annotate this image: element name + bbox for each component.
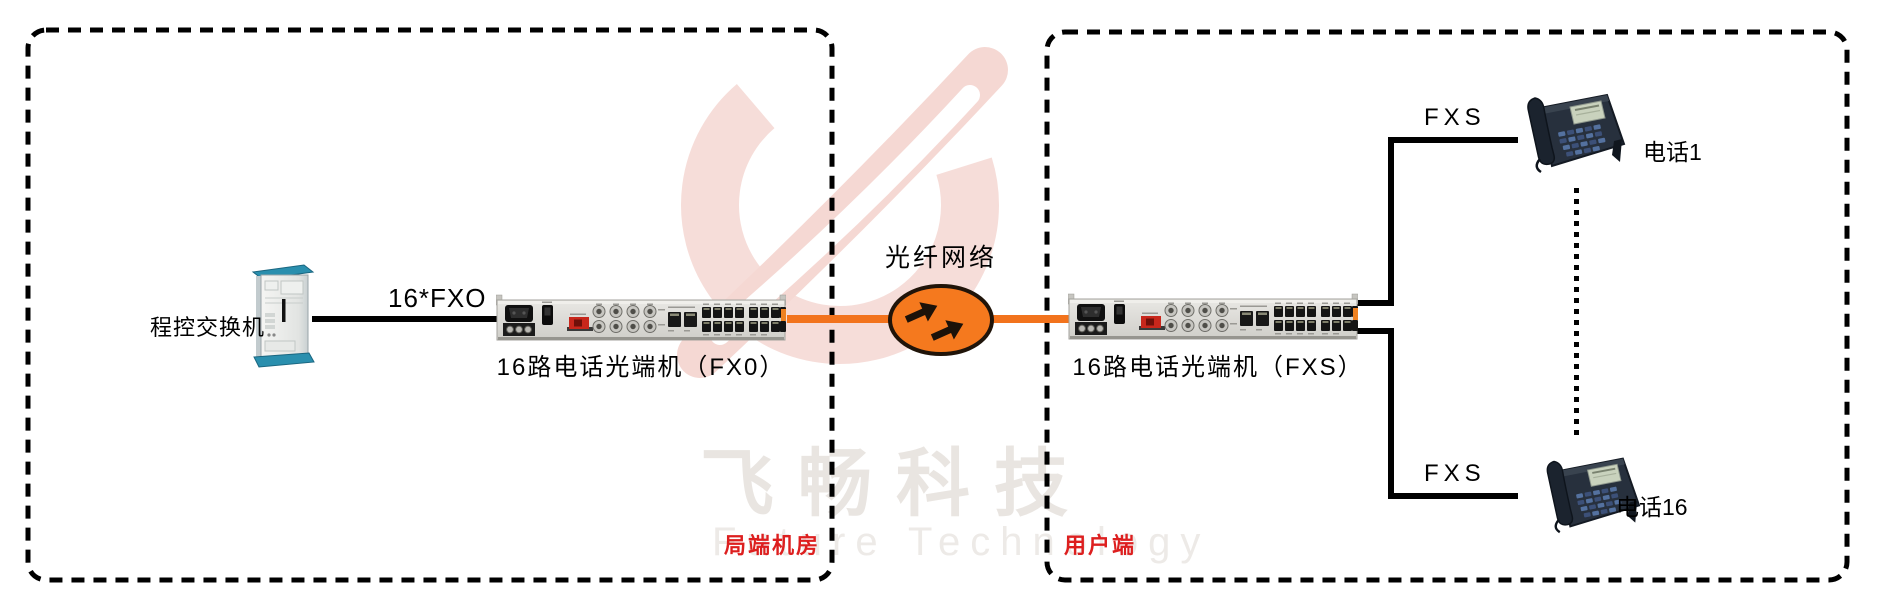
subscriber-zone-label: 用户端 [1064, 533, 1137, 558]
fxs-top-label: FXS [1424, 104, 1486, 131]
fxs-upper-trunk-wire [1388, 137, 1394, 306]
fxs-device-label: 16路电话光端机（FXS） [1072, 354, 1364, 381]
watermark-chinese-text: 飞畅科技 [700, 442, 1092, 525]
phones-ellipsis-dotted-line [1574, 188, 1579, 440]
phone1-label: 电话1 [1643, 139, 1702, 165]
fxs-lower-trunk-wire [1388, 328, 1394, 499]
fxo-device-label: 16路电话光端机（FX0） [496, 354, 786, 381]
phone1-image [1526, 93, 1626, 174]
phone1-drop-wire [1388, 137, 1518, 143]
fiber-network-label: 光纤网络 [884, 244, 997, 272]
bidirectional-arrows-icon [904, 302, 964, 341]
phone16-label: 电话16 [1616, 494, 1688, 520]
fxs-bottom-label: FXS [1424, 460, 1486, 487]
pbx-to-fxo-wire [312, 316, 500, 322]
watermark-english-text: Future Technology [712, 520, 1211, 564]
subscriber-zone-border [1044, 29, 1850, 583]
fxs-lower-stub-wire [1356, 328, 1394, 334]
phone16-drop-wire [1388, 493, 1518, 499]
central-office-zone-label: 局端机房 [724, 533, 821, 558]
fxs-converter-image [1068, 293, 1358, 340]
fxo-converter-image [496, 294, 786, 341]
pbx-label: 程控交换机 [150, 315, 266, 340]
fxs-upper-stub-wire [1356, 300, 1394, 306]
fiber-network-node [888, 284, 994, 356]
central-office-zone-border [25, 27, 835, 583]
fxo-link-label: 16*FXO [388, 283, 487, 313]
